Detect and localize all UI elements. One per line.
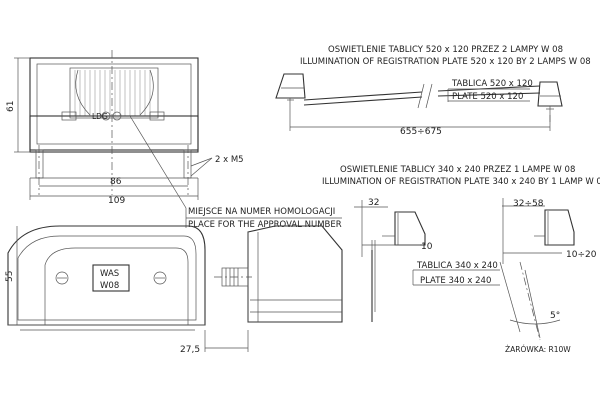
- dim-10-label: 10: [421, 242, 433, 252]
- dim-61-label: 61: [6, 101, 16, 112]
- screws-callout: 2 x M5: [190, 155, 244, 177]
- dimension-86-109: 86 109: [29, 177, 199, 206]
- screws-label: 2 x M5: [215, 155, 244, 165]
- dim-10-20-label: 10÷20: [566, 250, 597, 260]
- plate-340-section: OSWIETLENIE TABLICY 340 x 240 PRZEZ 1 LA…: [322, 165, 600, 354]
- dim-55-label: 55: [5, 271, 15, 282]
- side-view: [214, 225, 343, 323]
- plate-520-tablica: TABLICA 520 x 120: [451, 79, 533, 89]
- dim-109-label: 109: [108, 196, 125, 206]
- badge-line1: WAS: [100, 269, 119, 279]
- note-pl: MIEJSCE NA NUMER HOMOLOGACJI: [188, 207, 335, 217]
- dim-86-label: 86: [110, 177, 122, 187]
- dimension-55: 55: [5, 226, 18, 325]
- front-view: LDG: [29, 50, 199, 195]
- plate-520-plate: PLATE 520 x 120: [452, 92, 523, 102]
- plate-340-title-pl: OSWIETLENIE TABLICY 340 x 240 PRZEZ 1 LA…: [340, 165, 575, 175]
- plate-520-title-en: ILLUMINATION OF REGISTRATION PLATE 520 x…: [300, 57, 591, 67]
- dim-27-5-label: 27,5: [180, 345, 200, 355]
- plate-520-title-pl: OSWIETLENIE TABLICY 520 x 120 PRZEZ 2 LA…: [328, 45, 563, 55]
- dimension-27-5: 27,5: [180, 330, 249, 355]
- small-label: LDG: [92, 112, 108, 121]
- dimension-61: 61: [6, 57, 30, 153]
- dim-655-675: 655÷675: [400, 127, 442, 137]
- note-en: PLACE FOR THE APPROVAL NUMBER: [188, 220, 342, 230]
- lens-hatching: [74, 69, 154, 116]
- badge-line2: W08: [100, 281, 119, 291]
- dim-32-58-label: 32÷58: [513, 199, 544, 209]
- plate-340-tablica: TABLICA 340 x 240: [416, 261, 498, 271]
- approval-note: MIEJSCE NA NUMER HOMOLOGACJI PLACE FOR T…: [129, 115, 342, 230]
- top-view: WAS W08: [7, 225, 206, 331]
- plate-340-title-en: ILLUMINATION OF REGISTRATION PLATE 340 x…: [322, 177, 600, 187]
- dim-32-label: 32: [368, 198, 379, 208]
- plate-520-section: OSWIETLENIE TABLICY 520 x 120 PRZEZ 2 LA…: [275, 45, 591, 137]
- angle-label: 5°: [550, 311, 560, 321]
- plate-340-plate: PLATE 340 x 240: [420, 276, 491, 286]
- bulb-label: ŻARÓWKA: R10W: [505, 345, 571, 354]
